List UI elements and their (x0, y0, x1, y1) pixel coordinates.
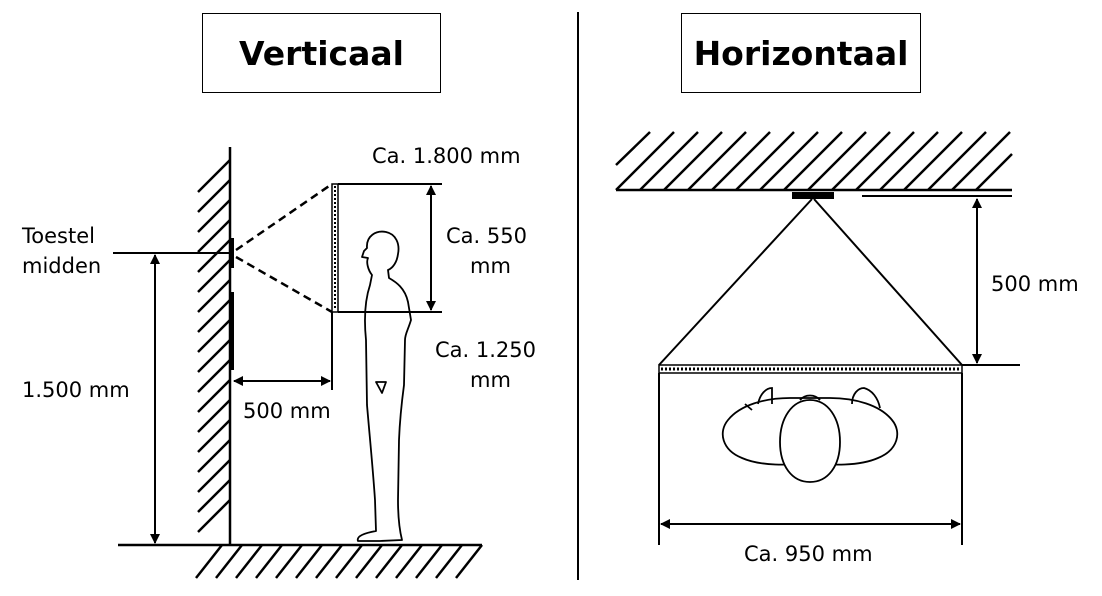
label-toestel-line1: Toestel (21, 224, 95, 248)
floor-hatching (195, 544, 483, 579)
top-wall-hatching (615, 131, 1013, 191)
horizontal-diagram: 500 mm Ca. 950 mm (615, 131, 1079, 566)
label-height-bottom-line2: mm (470, 368, 511, 392)
label-height-bottom-line1: Ca. 1.250 (435, 338, 536, 362)
cone-right (813, 198, 963, 366)
vertical-title-box: Verticaal (202, 13, 441, 93)
horizontal-title-box: Horizontaal (681, 13, 921, 93)
camera-device-top (792, 192, 834, 199)
cone-left (658, 198, 813, 366)
label-height-top: Ca. 1.800 mm (372, 144, 521, 168)
label-toestel-line2: midden (22, 254, 101, 278)
vertical-title: Verticaal (239, 33, 404, 73)
person-top-view (721, 387, 899, 483)
monitor-device (229, 292, 234, 370)
label-mount-height: 1.500 mm (22, 378, 130, 402)
view-cone-bottom (235, 255, 333, 314)
label-width: Ca. 950 mm (744, 542, 873, 566)
horizontal-title: Horizontaal (693, 33, 909, 73)
label-distance-horizontal: 500 mm (991, 272, 1079, 296)
person-side-view (356, 230, 412, 542)
vertical-diagram: Ca. 1.800 mm Toestel midden Ca. 550 mm C… (21, 144, 536, 579)
label-view-line1: Ca. 550 (446, 224, 527, 248)
label-distance: 500 mm (243, 399, 331, 423)
wall-hatching (197, 159, 231, 533)
view-cone-top (235, 182, 333, 252)
label-view-line2: mm (470, 254, 511, 278)
